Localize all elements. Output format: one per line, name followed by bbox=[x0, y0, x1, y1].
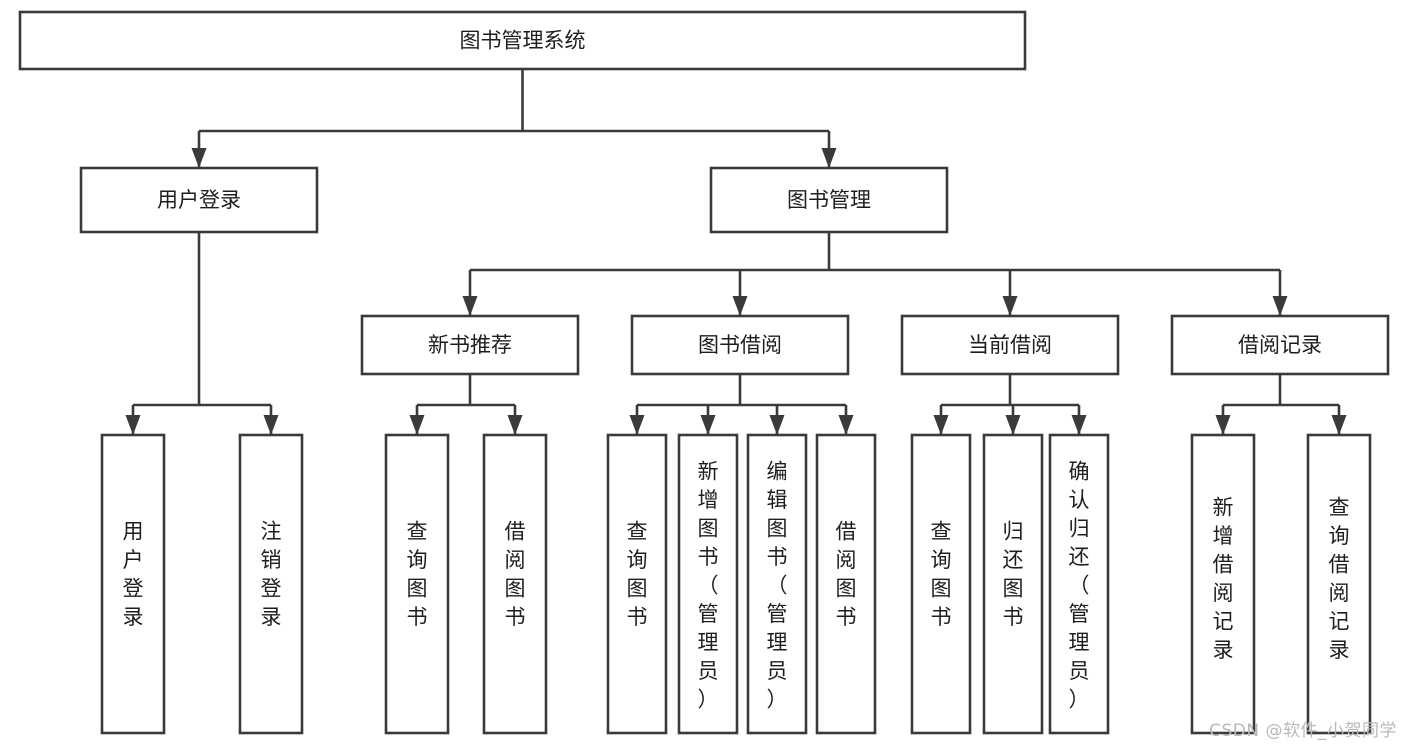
node-leaf-query-book-bor[interactable]: 查询图书 bbox=[606, 433, 668, 735]
arrow-head-book-borrow bbox=[732, 296, 748, 316]
node-box-book-borrow bbox=[630, 314, 850, 376]
node-box-leaf-logout bbox=[238, 433, 304, 735]
node-user-login[interactable]: 用户登录 bbox=[79, 166, 319, 234]
arrow-head-leaf-query-book-bor bbox=[629, 415, 645, 435]
node-label-book-borrow: 图书借阅 bbox=[698, 333, 782, 357]
node-leaf-confirm-return[interactable]: 确认归还（管理员） bbox=[1048, 433, 1110, 735]
node-label-current-borrow: 当前借阅 bbox=[968, 333, 1052, 357]
node-root[interactable]: 图书管理系统 bbox=[18, 10, 1027, 71]
arrow-head-leaf-edit-book bbox=[769, 415, 785, 435]
node-label-leaf-edit-book: 编辑图书（管理员） bbox=[767, 459, 788, 711]
node-current-borrow[interactable]: 当前借阅 bbox=[900, 314, 1120, 376]
node-label-root: 图书管理系统 bbox=[460, 29, 586, 53]
node-leaf-return-book[interactable]: 归还图书 bbox=[982, 433, 1044, 735]
node-book-manage[interactable]: 图书管理 bbox=[709, 166, 949, 234]
arrow-head-leaf-add-book bbox=[700, 415, 716, 435]
node-borrow-record[interactable]: 借阅记录 bbox=[1170, 314, 1390, 376]
node-box-leaf-user-login bbox=[100, 433, 166, 735]
node-new-book-recommend[interactable]: 新书推荐 bbox=[360, 314, 580, 376]
node-label-leaf-logout: 注销登录 bbox=[261, 519, 282, 629]
node-leaf-logout[interactable]: 注销登录 bbox=[238, 433, 304, 735]
node-box-leaf-return-book bbox=[982, 433, 1044, 735]
node-box-leaf-edit-book bbox=[746, 433, 808, 735]
connector-layer bbox=[125, 69, 1347, 435]
node-label-leaf-query-book-cur: 查询图书 bbox=[931, 519, 952, 629]
arrow-head-leaf-confirm-return bbox=[1071, 415, 1087, 435]
arrow-head-leaf-add-record bbox=[1215, 415, 1231, 435]
arrow-head-leaf-return-book bbox=[1005, 415, 1021, 435]
node-label-leaf-user-login: 用户登录 bbox=[123, 519, 144, 629]
node-leaf-add-book[interactable]: 新增图书（管理员） bbox=[677, 433, 739, 735]
arrow-head-current-borrow bbox=[1002, 296, 1018, 316]
node-leaf-borrow-book-rec[interactable]: 借阅图书 bbox=[482, 433, 548, 735]
node-label-leaf-borrow-book-rec: 借阅图书 bbox=[505, 519, 526, 629]
arrow-head-book-manage bbox=[821, 148, 837, 168]
node-box-leaf-query-record bbox=[1306, 433, 1372, 735]
node-box-leaf-borrow-book-bor bbox=[815, 433, 877, 735]
arrow-head-leaf-query-book-rec bbox=[409, 415, 425, 435]
node-box-leaf-confirm-return bbox=[1048, 433, 1110, 735]
node-label-leaf-confirm-return: 确认归还（管理员） bbox=[1069, 459, 1090, 711]
node-label-borrow-record: 借阅记录 bbox=[1238, 333, 1322, 357]
node-label-new-book-recommend: 新书推荐 bbox=[428, 333, 512, 357]
node-leaf-borrow-book-bor[interactable]: 借阅图书 bbox=[815, 433, 877, 735]
arrow-head-leaf-user-login bbox=[125, 415, 141, 435]
arrow-head-leaf-query-book-cur bbox=[933, 415, 949, 435]
node-box-user-login bbox=[79, 166, 319, 234]
node-layer: 图书管理系统用户登录图书管理新书推荐图书借阅当前借阅借阅记录用户登录注销登录查询… bbox=[18, 10, 1390, 735]
node-leaf-query-book-cur[interactable]: 查询图书 bbox=[910, 433, 972, 735]
node-box-leaf-query-book-cur bbox=[910, 433, 972, 735]
node-leaf-user-login[interactable]: 用户登录 bbox=[100, 433, 166, 735]
node-box-leaf-borrow-book-rec bbox=[482, 433, 548, 735]
node-box-book-manage bbox=[709, 166, 949, 234]
node-leaf-add-record[interactable]: 新增借阅记录 bbox=[1190, 433, 1256, 735]
node-box-new-book-recommend bbox=[360, 314, 580, 376]
node-box-root bbox=[18, 10, 1027, 71]
node-leaf-query-record[interactable]: 查询借阅记录 bbox=[1306, 433, 1372, 735]
node-box-leaf-add-book bbox=[677, 433, 739, 735]
arrow-head-borrow-record bbox=[1272, 296, 1288, 316]
node-box-leaf-query-book-bor bbox=[606, 433, 668, 735]
node-label-leaf-return-book: 归还图书 bbox=[1003, 519, 1024, 629]
node-leaf-query-book-rec[interactable]: 查询图书 bbox=[384, 433, 450, 735]
node-label-leaf-borrow-book-bor: 借阅图书 bbox=[836, 519, 857, 629]
node-box-borrow-record bbox=[1170, 314, 1390, 376]
arrow-head-user-login bbox=[191, 148, 207, 168]
node-label-leaf-add-record: 新增借阅记录 bbox=[1213, 495, 1234, 662]
arrow-head-leaf-borrow-book-rec bbox=[507, 415, 523, 435]
node-label-leaf-query-book-rec: 查询图书 bbox=[407, 519, 428, 629]
node-box-leaf-add-record bbox=[1190, 433, 1256, 735]
arrow-head-new-book-recommend bbox=[462, 296, 478, 316]
node-box-current-borrow bbox=[900, 314, 1120, 376]
watermark-credit: CSDN @软件_小贺同学 bbox=[1209, 721, 1397, 741]
node-label-book-manage: 图书管理 bbox=[787, 188, 871, 212]
node-label-leaf-query-record: 查询借阅记录 bbox=[1329, 495, 1350, 662]
arrow-head-leaf-query-record bbox=[1331, 415, 1347, 435]
arrow-head-leaf-borrow-book-bor bbox=[838, 415, 854, 435]
arrow-head-leaf-logout bbox=[263, 415, 279, 435]
node-label-leaf-query-book-bor: 查询图书 bbox=[627, 519, 648, 629]
node-book-borrow[interactable]: 图书借阅 bbox=[630, 314, 850, 376]
node-box-leaf-query-book-rec bbox=[384, 433, 450, 735]
node-label-leaf-add-book: 新增图书（管理员） bbox=[698, 459, 719, 711]
node-leaf-edit-book[interactable]: 编辑图书（管理员） bbox=[746, 433, 808, 735]
node-label-user-login: 用户登录 bbox=[157, 188, 241, 212]
